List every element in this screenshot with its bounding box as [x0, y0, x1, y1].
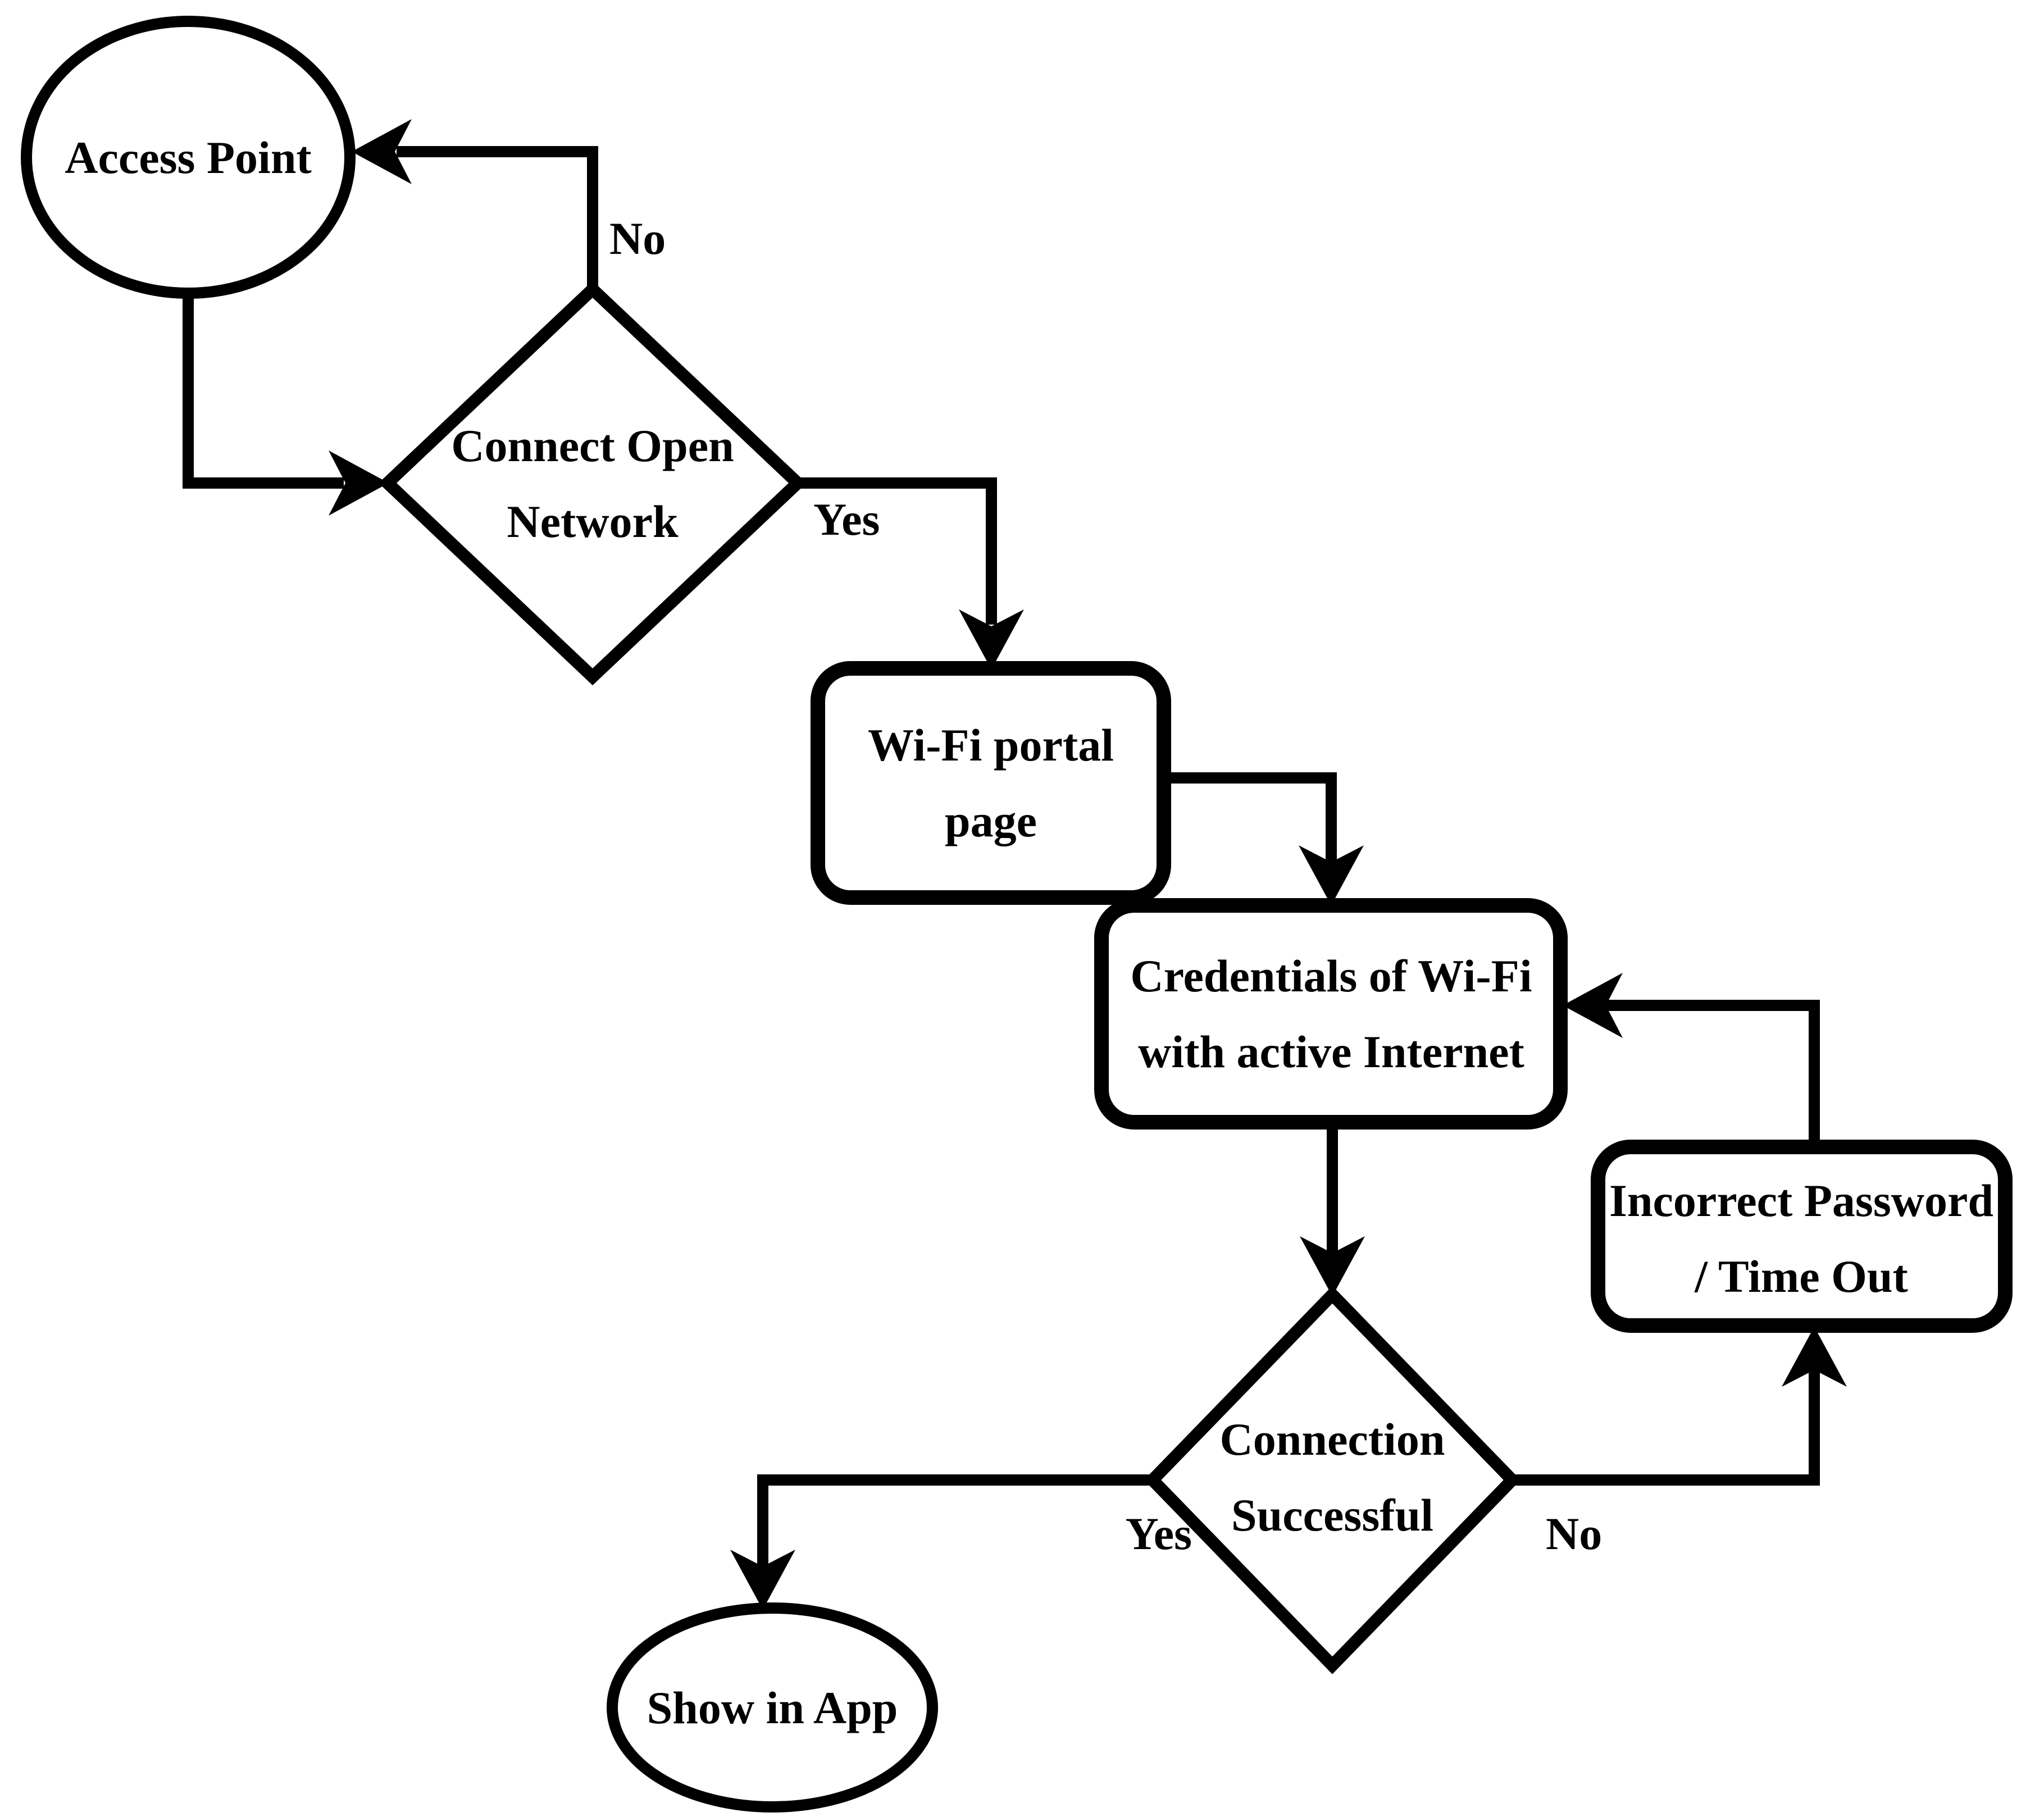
- edge-line: [1510, 1369, 1820, 1486]
- edge-line: [796, 477, 997, 625]
- connect-open-network-label-line2: Network: [507, 496, 679, 547]
- wifi-portal-page-box: [811, 661, 1171, 905]
- node-show-in-app: Show in App: [607, 1602, 938, 1813]
- edge-success-yes-to-showinapp: Yes: [730, 1474, 1192, 1610]
- edge-connect-no-to-accesspoint: No: [352, 119, 666, 291]
- credentials-wifi-label: Credentials of Wi-Fi with active Internet: [1130, 950, 1532, 1077]
- arrowhead-left-icon: [1563, 973, 1623, 1038]
- connection-successful-label-line2: Successful: [1231, 1490, 1433, 1541]
- arrowhead-down-icon: [1300, 1236, 1365, 1296]
- edge-connect-yes-to-portal: Yes: [796, 477, 1024, 670]
- access-point-ellipse: [21, 16, 356, 299]
- node-incorrect-password: Incorrect Password / Time Out: [1591, 1140, 2013, 1333]
- edge-line: [1163, 772, 1337, 862]
- edge-line: [1605, 1000, 1820, 1147]
- connect-open-network-label-line1: Connect Open: [451, 420, 734, 471]
- arrowhead-down-icon: [959, 609, 1024, 670]
- show-in-app-label: Show in App: [647, 1682, 898, 1733]
- arrowhead-down-icon: [1299, 845, 1364, 905]
- incorrect-password-label-line2: / Time Out: [1694, 1251, 1908, 1302]
- edge-label-no: No: [1546, 1508, 1602, 1559]
- connection-successful-diamond: [1144, 1286, 1521, 1674]
- edge-label-yes: Yes: [813, 494, 880, 545]
- wifi-portal-page-label-line1: Wi-Fi portal: [868, 719, 1114, 771]
- arrowhead-down-icon: [730, 1550, 795, 1610]
- edge-line: [397, 146, 598, 291]
- connect-open-network-diamond: [378, 280, 807, 686]
- edge-line: [757, 1474, 1155, 1567]
- edge-incorrect-to-credentials: [1563, 973, 1820, 1147]
- node-wifi-portal-page: Wi-Fi portal page: [811, 661, 1171, 905]
- wifi-portal-page-label: Wi-Fi portal page: [868, 719, 1114, 846]
- connection-successful-label-line1: Connection: [1220, 1414, 1445, 1465]
- arrowhead-right-icon: [329, 450, 389, 516]
- credentials-wifi-label-line1: Credentials of Wi-Fi: [1130, 950, 1532, 1001]
- wifi-portal-page-label-line2: page: [945, 795, 1037, 846]
- edge-success-no-to-incorrect: No: [1510, 1327, 1847, 1559]
- credentials-wifi-label-line2: with active Internet: [1138, 1026, 1524, 1077]
- edge-label-no: No: [609, 213, 666, 264]
- access-point-label: Access Point: [65, 132, 312, 183]
- node-access-point: Access Point: [21, 16, 356, 299]
- incorrect-password-box: [1591, 1140, 2013, 1333]
- arrowhead-up-icon: [1782, 1327, 1847, 1387]
- arrowhead-left-icon: [352, 119, 412, 184]
- show-in-app-ellipse: [607, 1602, 938, 1813]
- edge-credentials-to-success: [1300, 1121, 1365, 1296]
- edge-accesspoint-to-connect: [183, 292, 389, 516]
- edge-portal-to-credentials: [1163, 772, 1364, 905]
- edge-line: [183, 292, 344, 489]
- incorrect-password-label-line1: Incorrect Password: [1609, 1175, 1993, 1226]
- node-credentials-wifi: Credentials of Wi-Fi with active Internet: [1094, 898, 1568, 1130]
- credentials-wifi-box: [1094, 898, 1568, 1130]
- incorrect-password-label: Incorrect Password / Time Out: [1609, 1175, 1993, 1302]
